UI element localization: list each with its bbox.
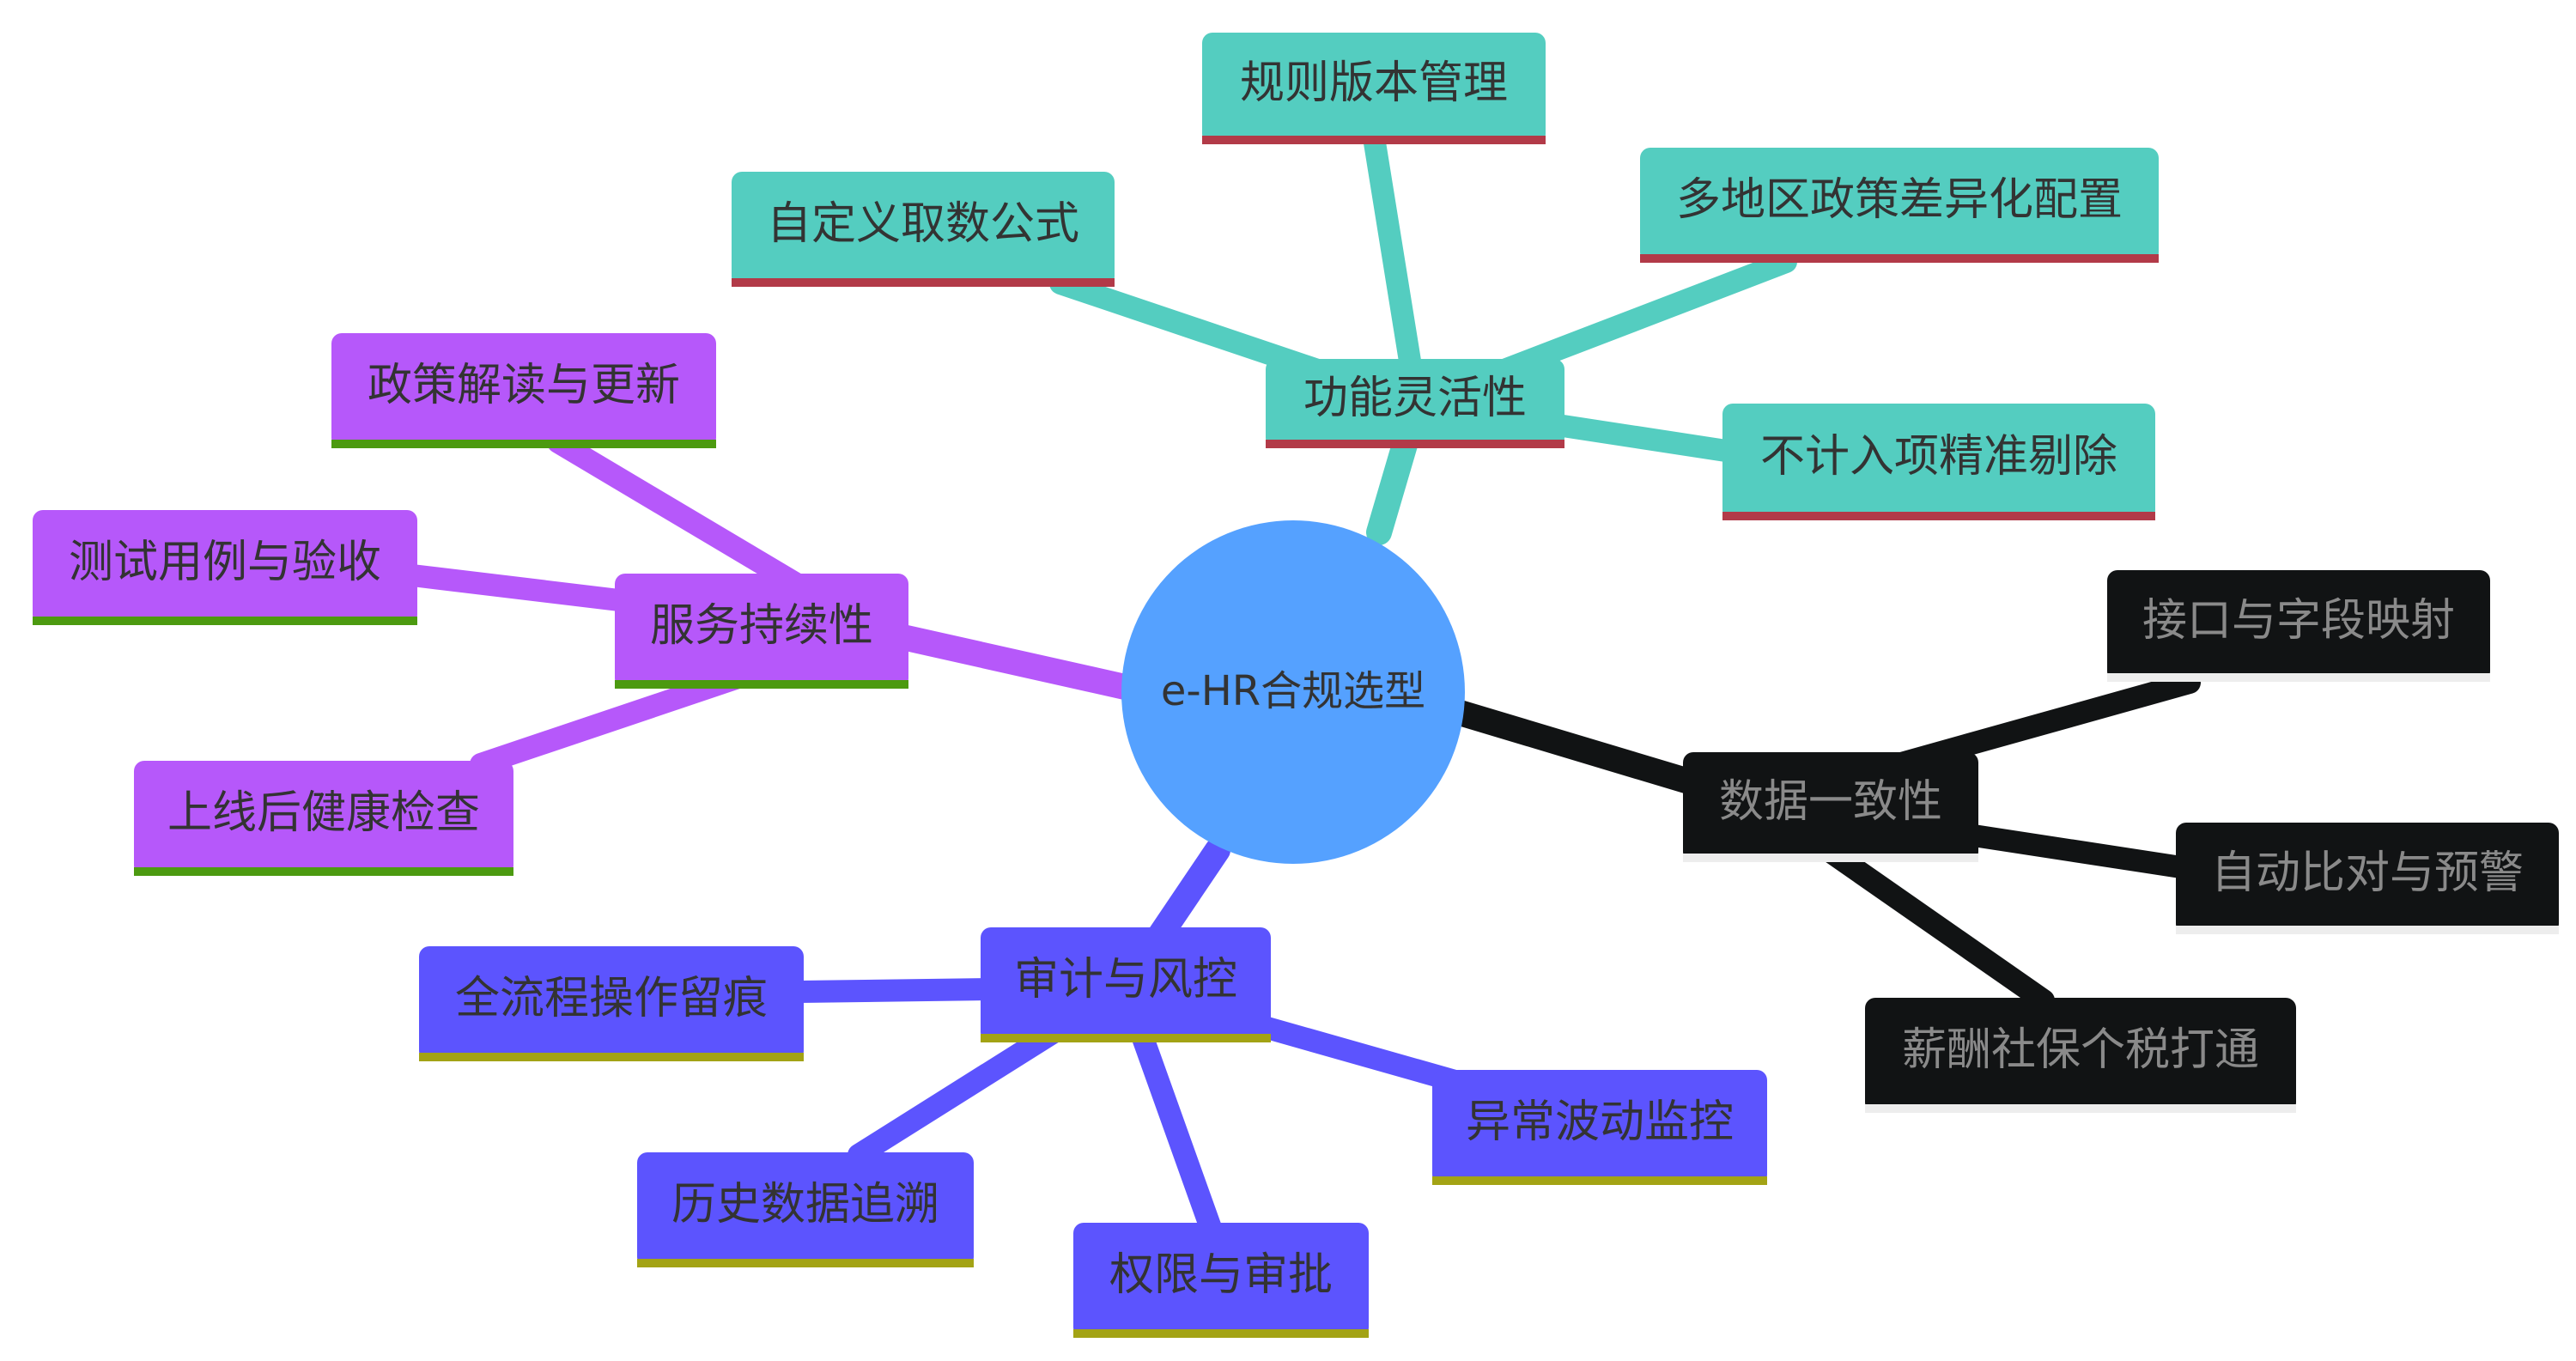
leaf-service-policy[interactable]: 政策解读与更新: [331, 333, 716, 448]
leaf-flex-version-label: 规则版本管理: [1240, 58, 1508, 109]
leaf-audit-history-underline: [637, 1259, 974, 1267]
leaf-audit-trace[interactable]: 全流程操作留痕: [419, 946, 804, 1061]
root-circle: [1121, 520, 1465, 864]
branch-service-box: [615, 574, 908, 689]
leaf-flex-exclude-box: [1722, 404, 2155, 520]
leaf-data-compare-box: [2176, 823, 2559, 934]
leaf-audit-monitor-label: 异常波动监控: [1466, 1097, 1734, 1148]
leaf-flex-formula-underline: [732, 278, 1115, 287]
leaf-audit-monitor[interactable]: 异常波动监控: [1432, 1070, 1767, 1185]
branch-flex-label: 功能灵活性: [1303, 373, 1527, 424]
leaf-flex-region-underline: [1640, 254, 2159, 263]
leaf-data-interface-label: 接口与字段映射: [2142, 595, 2455, 647]
branch-service-label: 服务持续性: [650, 600, 873, 652]
leaf-flex-exclude[interactable]: 不计入项精准剔除: [1722, 404, 2155, 520]
leaf-flex-version[interactable]: 规则版本管理: [1202, 33, 1546, 144]
leaf-service-test-box: [33, 510, 417, 625]
branch-service-underline: [615, 680, 908, 689]
branch-service[interactable]: 服务持续性: [615, 574, 908, 689]
leaf-flex-formula[interactable]: 自定义取数公式: [732, 172, 1115, 287]
leaf-data-interface-underline: [2107, 673, 2490, 682]
leaf-data-compare[interactable]: 自动比对与预警: [2176, 823, 2559, 934]
leaf-audit-history[interactable]: 历史数据追溯: [637, 1152, 974, 1267]
branch-audit-box: [981, 927, 1271, 1042]
leaf-flex-region-label: 多地区政策差异化配置: [1676, 174, 2123, 226]
leaf-service-test-label: 测试用例与验收: [69, 537, 381, 588]
leaf-service-health-underline: [134, 867, 513, 876]
leaf-audit-history-label: 历史数据追溯: [671, 1179, 939, 1230]
leaf-flex-formula-label: 自定义取数公式: [767, 198, 1079, 250]
leaf-service-test-underline: [33, 617, 417, 625]
leaf-audit-monitor-box: [1432, 1070, 1767, 1185]
edge-root-service: [863, 618, 1138, 700]
leaf-audit-trace-box: [419, 946, 804, 1061]
leaf-service-health-box: [134, 761, 513, 876]
leaf-audit-monitor-underline: [1432, 1176, 1767, 1185]
leaf-flex-region[interactable]: 多地区政策差异化配置: [1640, 148, 2159, 263]
branch-flex[interactable]: 功能灵活性: [1266, 359, 1564, 448]
leaf-audit-permission-underline: [1073, 1329, 1369, 1338]
branch-audit-label: 审计与风控: [1014, 954, 1237, 1006]
leaf-audit-history-box: [637, 1152, 974, 1267]
leaf-data-compare-label: 自动比对与预警: [2211, 848, 2524, 899]
leaf-service-health-label: 上线后健康检查: [167, 787, 480, 839]
branch-flex-underline: [1266, 440, 1564, 448]
leaf-flex-version-box: [1202, 33, 1546, 144]
leaf-data-payroll-underline: [1865, 1104, 2296, 1113]
branch-data[interactable]: 数据一致性: [1683, 752, 1978, 862]
leaf-data-payroll[interactable]: 薪酬社保个税打通: [1865, 998, 2296, 1113]
leaf-data-interface-box: [2107, 570, 2490, 682]
leaf-data-payroll-box: [1865, 998, 2296, 1113]
leaf-service-health[interactable]: 上线后健康检查: [134, 761, 513, 876]
leaf-service-policy-label: 政策解读与更新: [368, 360, 680, 411]
leaf-data-payroll-label: 薪酬社保个税打通: [1902, 1024, 2259, 1076]
leaf-flex-exclude-label: 不计入项精准剔除: [1760, 431, 2117, 483]
leaf-audit-trace-underline: [419, 1053, 804, 1061]
leaf-audit-permission-box: [1073, 1223, 1369, 1338]
branch-data-underline: [1683, 854, 1978, 862]
root-label: e-HR合规选型: [1161, 667, 1425, 715]
leaf-audit-permission-label: 权限与审批: [1109, 1249, 1333, 1301]
root-node[interactable]: e-HR合规选型: [1121, 520, 1465, 864]
leaf-data-interface[interactable]: 接口与字段映射: [2107, 570, 2490, 682]
branch-data-box: [1683, 752, 1978, 862]
leaf-service-test[interactable]: 测试用例与验收: [33, 510, 417, 625]
branch-flex-box: [1266, 359, 1564, 448]
branch-audit-underline: [981, 1034, 1271, 1042]
leaf-audit-permission[interactable]: 权限与审批: [1073, 1223, 1369, 1338]
leaf-service-policy-underline: [331, 440, 716, 448]
leaf-flex-formula-box: [732, 172, 1115, 287]
leaf-flex-region-box: [1640, 148, 2159, 263]
branch-data-label: 数据一致性: [1719, 776, 1942, 828]
branch-audit[interactable]: 审计与风控: [981, 927, 1271, 1042]
leaf-flex-version-underline: [1202, 136, 1546, 144]
leaf-service-policy-box: [331, 333, 716, 448]
leaf-flex-exclude-underline: [1722, 512, 2155, 520]
leaf-audit-trace-label: 全流程操作留痕: [455, 973, 768, 1024]
leaf-data-compare-underline: [2176, 926, 2559, 934]
